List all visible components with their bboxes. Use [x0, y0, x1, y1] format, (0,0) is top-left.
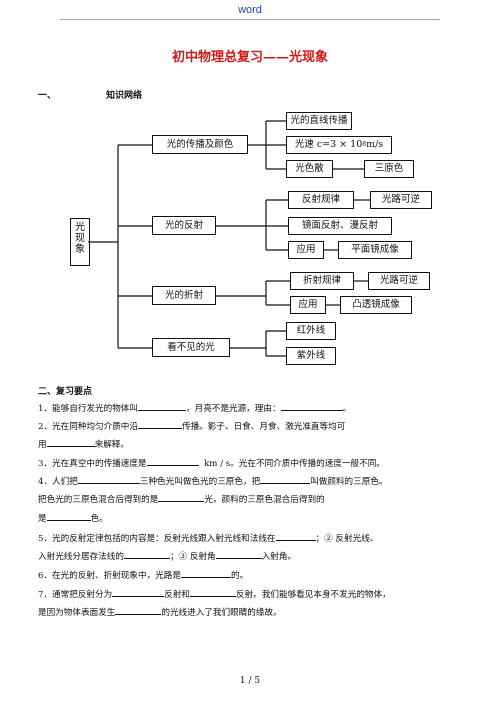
- blank[interactable]: [123, 549, 170, 559]
- header-divider: [60, 19, 440, 20]
- text: 1．能够自行发光的物体叫: [38, 404, 138, 414]
- text: 反射。我们能够看见本身不发光的物体，: [236, 590, 391, 600]
- blank[interactable]: [138, 419, 182, 429]
- node-primary-colors: 三原色: [364, 160, 414, 178]
- node-specular-diffuse: 镜面反射、漫反射: [288, 217, 392, 235]
- page-title: 初中物理总复习——光现象: [171, 50, 328, 65]
- text: 色。: [90, 514, 108, 524]
- header-word-link[interactable]: word: [238, 4, 262, 16]
- text: 入射角。: [261, 552, 297, 562]
- text: 入射光线分居存法线的: [38, 552, 124, 562]
- blank[interactable]: [112, 587, 165, 597]
- node-reflection-reversible: 光路可逆: [370, 191, 432, 209]
- diagram-root-light-phenomena: 光现象: [70, 218, 90, 266]
- text: 把色光的三原色混合后得到的是: [38, 495, 159, 505]
- text: 的。: [230, 571, 249, 581]
- point-4: 4．人们把 三种色光叫做色光的三原色，把 叫做颜料的三原色。: [38, 474, 388, 488]
- text: 叫做颜料的三原色。: [310, 477, 388, 487]
- blank[interactable]: [190, 587, 237, 597]
- point-4-cont2: 是 色。: [38, 511, 108, 525]
- node-refraction-reversible: 光路可逆: [368, 272, 430, 290]
- text: 是因为物体表面发生: [38, 608, 116, 618]
- node-reflection-law: 反射规律: [288, 191, 354, 209]
- point-4-cont: 把色光的三原色混合后得到的是 光，颜料的三原色混合后得到的: [38, 492, 325, 506]
- blank[interactable]: [115, 605, 162, 615]
- node-propagation-color: 光的传播及颜色: [152, 135, 248, 154]
- blank[interactable]: [146, 456, 199, 466]
- point-2: 2．光在同种均匀介质中沿 传播。影子、日食、月食、激光准直等均可: [38, 419, 345, 433]
- node-ultraviolet: 紫外线: [286, 347, 336, 365]
- point-1: 1．能够自行发光的物体叫 ，月亮不是光源，理由： 。: [38, 401, 351, 415]
- node-reflection: 光的反射: [152, 216, 216, 235]
- text: km / s。光在不同介质中传播的速度一般不同。: [204, 459, 385, 469]
- text: 5．光的反射定律包括的内容是：反射光线跟入射光线和法线在: [38, 534, 276, 544]
- node-dispersion: 光色散: [286, 160, 333, 178]
- text: 反射和: [164, 590, 191, 600]
- point-5: 5．光的反射定律包括的内容是：反射光线跟入射光线和法线在 ；② 反射光线、: [38, 531, 378, 545]
- text: 用: [38, 440, 47, 450]
- blank[interactable]: [215, 549, 262, 559]
- node-convex-lens: 凸透镜成像: [340, 296, 412, 314]
- point-2-cont: 用 来解释。: [38, 437, 129, 451]
- point-5-cont: 入射光线分居存法线的 ；③ 反射角 入射角。: [38, 549, 296, 563]
- speed-exponent: 8: [362, 141, 367, 148]
- text: 7．通常把反射分为: [38, 590, 113, 600]
- section1-label: 知识网络: [106, 91, 143, 101]
- text: 光，颜料的三原色混合后得到的: [204, 495, 325, 505]
- node-infrared: 红外线: [286, 322, 336, 340]
- blank[interactable]: [77, 474, 140, 484]
- point-7: 7．通常把反射分为 反射和 反射。我们能够看见本身不发光的物体，: [38, 587, 391, 601]
- text: 。: [342, 404, 352, 414]
- blank[interactable]: [138, 401, 186, 411]
- page-number: 1 / 5: [239, 676, 261, 686]
- node-refraction-application: 应用: [290, 296, 326, 314]
- text: 4．人们把: [38, 477, 78, 487]
- point-7-cont: 是因为物体表面发生 的光线进入了我们眼睛的缘故。: [38, 605, 282, 619]
- node-reflection-application: 应用: [288, 241, 324, 259]
- node-straight-line: 光的直线传播: [286, 112, 352, 130]
- speed-text: 光速 c=3 × 10: [294, 139, 363, 151]
- blank[interactable]: [46, 437, 95, 447]
- blank[interactable]: [158, 492, 205, 502]
- text: 是: [38, 514, 47, 524]
- text: 的光线进入了我们眼睛的缘故。: [161, 608, 282, 618]
- text: 三种色光叫做色光的三原色，把: [139, 477, 261, 487]
- section2-label: 二、复习要点: [38, 387, 93, 397]
- node-refraction-law: 折射规律: [290, 272, 354, 290]
- blank[interactable]: [260, 474, 311, 484]
- point-3: 3．光在真空中的传播速度是 km / s。光在不同介质中传播的速度一般不同。: [38, 456, 385, 470]
- point-6: 6．在光的反射、折射现象中，光路是 的。: [38, 568, 248, 582]
- blank[interactable]: [180, 568, 231, 578]
- blank[interactable]: [46, 511, 91, 521]
- blank[interactable]: [280, 401, 343, 411]
- blank[interactable]: [275, 531, 316, 541]
- text: 2．光在同种均匀介质中沿: [38, 422, 138, 432]
- section1-number: 一、: [38, 91, 57, 101]
- text: 传播。影子、日食、月食、激光准直等均可: [182, 422, 346, 432]
- node-plane-mirror: 平面镜成像: [338, 241, 412, 259]
- text: ；② 反射光线、: [315, 534, 379, 544]
- text: 6．在光的反射、折射现象中，光路是: [38, 571, 181, 581]
- node-refraction: 光的折射: [152, 286, 216, 305]
- text: 3．光在真空中的传播速度是: [38, 459, 147, 469]
- node-invisible-light: 看不见的光: [152, 338, 230, 357]
- text: ；③ 反射角: [169, 552, 216, 562]
- diagram-connectors: [88, 120, 370, 357]
- text: 来解释。: [94, 440, 129, 450]
- text: ，月亮不是光源，理由：: [186, 404, 281, 414]
- speed-unit: m/s: [366, 139, 384, 151]
